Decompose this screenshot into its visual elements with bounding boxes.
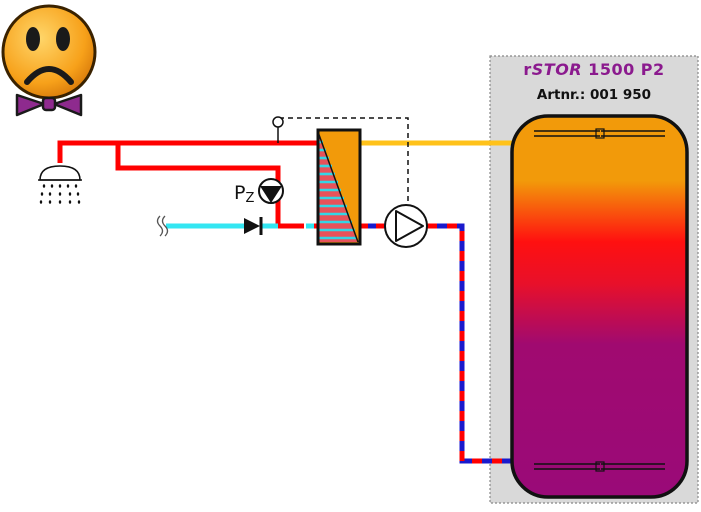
circulation-pump-icon — [258, 178, 284, 204]
pump-label: PZ — [234, 182, 254, 206]
storage-tank — [510, 114, 689, 499]
tank-article-number: Artnr.: 001 950 — [536, 87, 652, 103]
tank-title-model: 1500 P2 — [582, 60, 665, 79]
tank-title-prefix: r — [523, 60, 532, 79]
shower-icon — [38, 165, 82, 204]
pump-label-sub: Z — [245, 191, 255, 206]
heat-exchanger-icon — [316, 128, 362, 246]
cold-water-inlet-icon — [156, 215, 169, 237]
temperature-sensor-icon — [272, 116, 409, 207]
tank-title-brand: STOR — [531, 60, 583, 79]
sad-face-bowtie-icon — [1, 4, 97, 117]
tank-title: rSTOR 1500 P2 — [490, 60, 698, 79]
return-line — [360, 223, 515, 464]
pump-label-main: P — [234, 182, 246, 204]
charge-pump-icon — [384, 204, 428, 248]
check-valve-icon — [244, 217, 263, 235]
